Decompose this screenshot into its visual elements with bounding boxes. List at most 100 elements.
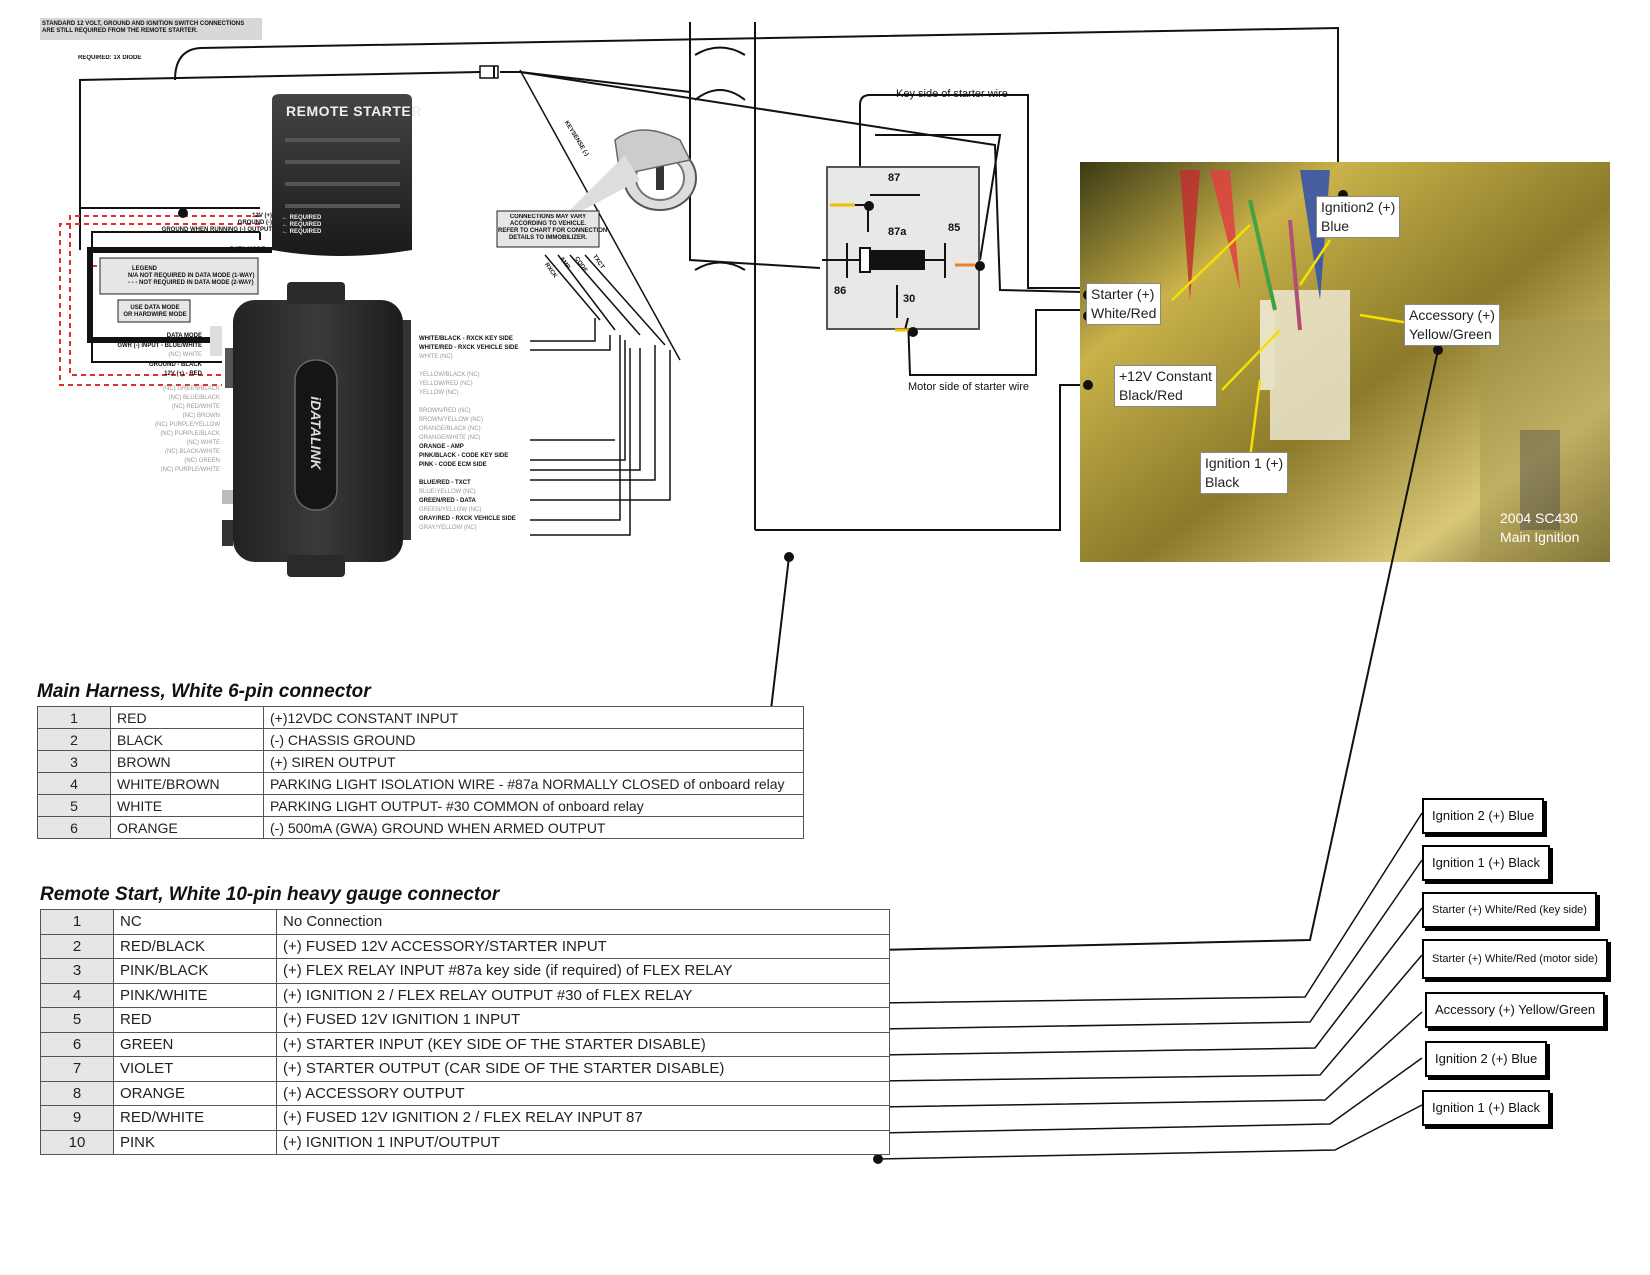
legend: LEGEND N/A NOT REQUIRED IN DATA MODE (1-…	[128, 266, 255, 286]
right-label-accessory-yellow-green: Accessory (+) Yellow/Green	[1425, 992, 1606, 1028]
wire-function: (+)12VDC CONSTANT INPUT	[263, 706, 804, 729]
wire-color: PINK	[113, 1129, 277, 1155]
module-left-nc-wire: (NC) RED/WHITE	[172, 404, 220, 410]
rs-wire-label: GROUND WHEN RUNNING (-) OUTPUT	[161, 227, 272, 233]
right-label-ignition2-blue-2: Ignition 2 (+) Blue	[1425, 1041, 1548, 1077]
module-right-wire: PINK - CODE ECM SIDE	[419, 462, 487, 468]
pin-number: 1	[37, 706, 111, 729]
callout-line: +12V Constant	[1119, 368, 1213, 384]
remote-start-title: Remote Start, White 10-pin heavy gauge c…	[40, 884, 500, 905]
relay-motor-side-label: Motor side of starter wire	[908, 381, 1030, 393]
pin-number: 9	[40, 1105, 114, 1131]
callout-line: Main Ignition	[1500, 529, 1580, 545]
module-right-wire: BROWN/YELLOW (NC)	[419, 417, 484, 423]
connections-note: CONNECTIONS MAY VARY ACCORDING TO VEHICL…	[498, 214, 607, 242]
module-right-wire: YELLOW/RED (NC)	[419, 381, 473, 387]
module-left-nc-wire: (NC) PURPLE/WHITE	[160, 467, 220, 473]
wire-function: PARKING LIGHT OUTPUT- #30 COMMON of onbo…	[263, 794, 804, 817]
wire-function: (+) FUSED 12V IGNITION 2 / FLEX RELAY IN…	[276, 1105, 890, 1131]
callout-line: Black	[1205, 474, 1240, 490]
callout-line: Blue	[1321, 218, 1350, 234]
header-note: STANDARD 12 VOLT, GROUND AND IGNITION SW…	[42, 21, 244, 35]
module-right-wire: WHITE/BLACK - RXCK KEY SIDE	[419, 336, 513, 342]
pin-number: 5	[40, 1007, 114, 1033]
pin-number: 10	[40, 1129, 114, 1155]
module-right-wire	[419, 398, 518, 407]
module-left-wire: (NC) WHITE	[168, 352, 202, 358]
module-right-wire: BROWN/RED (NC)	[419, 408, 471, 414]
right-label-starter-motor-side: Starter (+) White/Red (motor side)	[1422, 939, 1608, 979]
data-mode-label-top: DATA MODE	[230, 247, 266, 253]
note-line: DETAILS TO IMMOBILIZER.	[508, 235, 588, 241]
wire-color: ORANGE	[113, 1080, 277, 1106]
rs-wire-label: 12V (+)	[252, 213, 272, 219]
pin-number: 8	[40, 1080, 114, 1106]
module-right-wire: ORANGE/WHITE (NC)	[419, 435, 481, 441]
remote-starter-box	[272, 94, 412, 256]
right-label-starter-key-side: Starter (+) White/Red (key side)	[1422, 892, 1597, 928]
module-right-wire: GREEN/YELLOW (NC)	[419, 507, 482, 513]
callout-ignition2-blue: Ignition2 (+) Blue	[1316, 196, 1401, 238]
module-right-wire: GRAY/YELLOW (NC)	[419, 525, 477, 531]
connections-note-box	[496, 210, 600, 248]
callout-line: White/Red	[1091, 305, 1157, 321]
use-data-mode: USE DATA MODE OR HARDWIRE MODE	[122, 305, 188, 319]
right-label-ignition2-blue: Ignition 2 (+) Blue	[1422, 798, 1545, 834]
module-left-wires: DATA MODE GWR (-) INPUT - BLUE/WHITE (NC…	[90, 332, 202, 380]
callout-constant-black-red: +12V Constant Black/Red	[1114, 365, 1218, 407]
module-right-wire: BLUE/RED - TXCT	[419, 480, 471, 486]
module-left-wire: GWR (-) INPUT - BLUE/WHITE	[117, 342, 202, 349]
use-data-mode-line: USE DATA MODE	[130, 305, 180, 311]
module-left-nc-wire: (NC) WHITE	[186, 440, 220, 446]
wire-color: PINK/WHITE	[113, 982, 277, 1008]
relay-pin-87a: 87a	[888, 226, 907, 238]
module-right-wire: GREEN/RED - DATA	[419, 498, 476, 504]
relay-pin-30: 30	[903, 293, 916, 305]
note-line: ACCORDING TO VEHICLE.	[509, 221, 587, 227]
module-right-wire: WHITE/RED - RXCK VEHICLE SIDE	[419, 345, 519, 351]
wire-color: RED	[110, 706, 264, 729]
wire-function: (+) FUSED 12V ACCESSORY/STARTER INPUT	[276, 933, 890, 959]
relay-pin-85: 85	[948, 222, 961, 234]
wire-function: (+) IGNITION 2 / FLEX RELAY OUTPUT #30 o…	[276, 982, 890, 1008]
relay-key-side-label: Key side of starter wire	[896, 88, 1008, 100]
remote-starter-wire-labels: 12V (+) GROUND (-) GROUND WHEN RUNNING (…	[150, 213, 272, 234]
callout-starter-white-red: Starter (+) White/Red	[1086, 283, 1162, 325]
module-right-wire: YELLOW/BLACK (NC)	[419, 372, 480, 378]
callout-line: Accessory (+)	[1409, 307, 1495, 323]
wire-color: BLACK	[110, 728, 264, 751]
header-note-line: STANDARD 12 VOLT, GROUND AND IGNITION SW…	[42, 21, 245, 27]
callout-accessory-yellow-green: Accessory (+) Yellow/Green	[1404, 304, 1500, 346]
header-note-line: ARE STILL REQUIRED FROM THE REMOTE START…	[42, 28, 198, 34]
use-data-mode-box	[117, 299, 191, 323]
wire-function: (-) 500mA (GWA) GROUND WHEN ARMED OUTPUT	[263, 816, 804, 839]
module-left-nc-wire: (NC) PURPLE/BLACK	[160, 431, 220, 437]
legend-row: NOT REQUIRED IN DATA MODE (2-WAY)	[139, 280, 254, 286]
wire-function: No Connection	[276, 909, 890, 935]
rs-wire-label: GROUND (-)	[237, 220, 272, 226]
legend-title: LEGEND	[132, 266, 158, 272]
ignition-key	[555, 129, 697, 225]
module-right-wire: PINK/BLACK - CODE KEY SIDE	[419, 453, 509, 459]
remote-starter-req-labels: ← REQUIRED ← REQUIRED ← REQUIRED	[282, 215, 322, 235]
rs-req-label: REQUIRED	[289, 222, 322, 228]
wire-color: BROWN	[110, 750, 264, 773]
wire-function: (+) SIREN OUTPUT	[263, 750, 804, 773]
wire-function: (+) STARTER INPUT (KEY SIDE OF THE START…	[276, 1031, 890, 1057]
module-left-nc-wire: (NC) GREEN	[184, 458, 220, 464]
module-right-wire: ORANGE/BLACK (NC)	[419, 426, 481, 432]
wire-color: PINK/BLACK	[113, 958, 277, 984]
wire-function: (+) STARTER OUTPUT (CAR SIDE OF THE STAR…	[276, 1056, 890, 1082]
module-left-wire: GROUND - BLACK	[149, 361, 202, 368]
